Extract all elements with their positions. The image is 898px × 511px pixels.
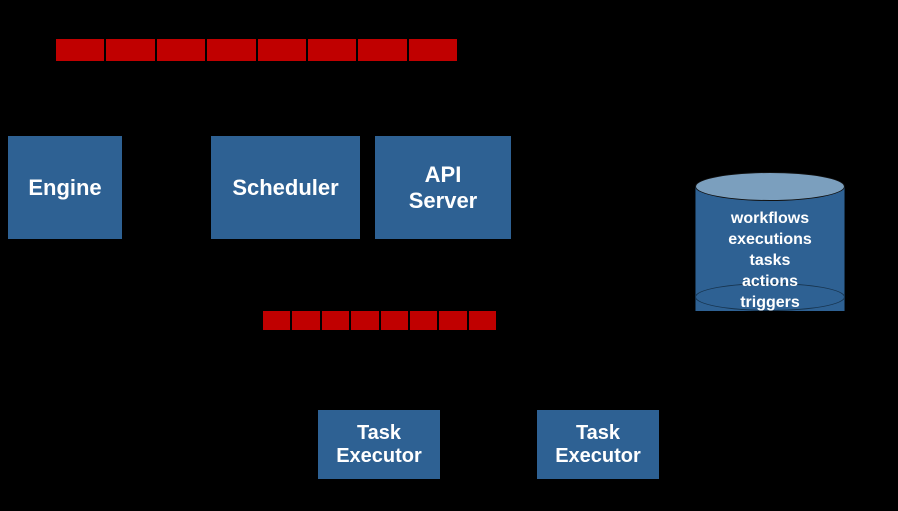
database-cylinder-top-ellipse <box>695 172 845 201</box>
database-cylinder-bottom-ellipse <box>695 283 845 311</box>
red-bar-segment <box>351 311 381 330</box>
middle-red-bar <box>263 311 496 330</box>
red-bar-segment <box>321 311 352 330</box>
component-box-task-executor-2[interactable]: Task Executor <box>537 410 659 479</box>
top-red-bar <box>56 39 457 61</box>
red-bar-segment <box>307 39 359 61</box>
database-table-workflows: workflows <box>730 210 810 227</box>
red-bar-segment <box>106 39 157 61</box>
red-bar-segment <box>408 39 457 61</box>
database-table-executions: executions <box>728 231 812 248</box>
red-bar-segment <box>409 311 440 330</box>
red-bar-segment <box>156 39 208 61</box>
component-box-engine[interactable]: Engine <box>8 136 122 239</box>
database-cylinder[interactable]: workflows executions tasks actions trigg… <box>695 172 845 325</box>
red-bar-segment <box>263 311 293 330</box>
red-bar-segment <box>257 39 308 61</box>
component-box-task-executor-1[interactable]: Task Executor <box>318 410 440 479</box>
database-table-triggers: triggers <box>740 294 800 311</box>
red-bar-segment <box>56 39 107 61</box>
red-bar-segment <box>380 311 410 330</box>
component-box-api-server[interactable]: API Server <box>375 136 511 239</box>
red-bar-segment <box>439 311 469 330</box>
database-table-tasks: tasks <box>749 252 791 269</box>
component-box-scheduler[interactable]: Scheduler <box>211 136 360 239</box>
red-bar-segment <box>358 39 409 61</box>
red-bar-segment <box>468 311 496 330</box>
red-bar-segment <box>207 39 258 61</box>
database-table-list: workflows executions tasks actions trigg… <box>695 208 845 313</box>
red-bar-segment <box>292 311 322 330</box>
database-table-actions: actions <box>741 273 798 290</box>
